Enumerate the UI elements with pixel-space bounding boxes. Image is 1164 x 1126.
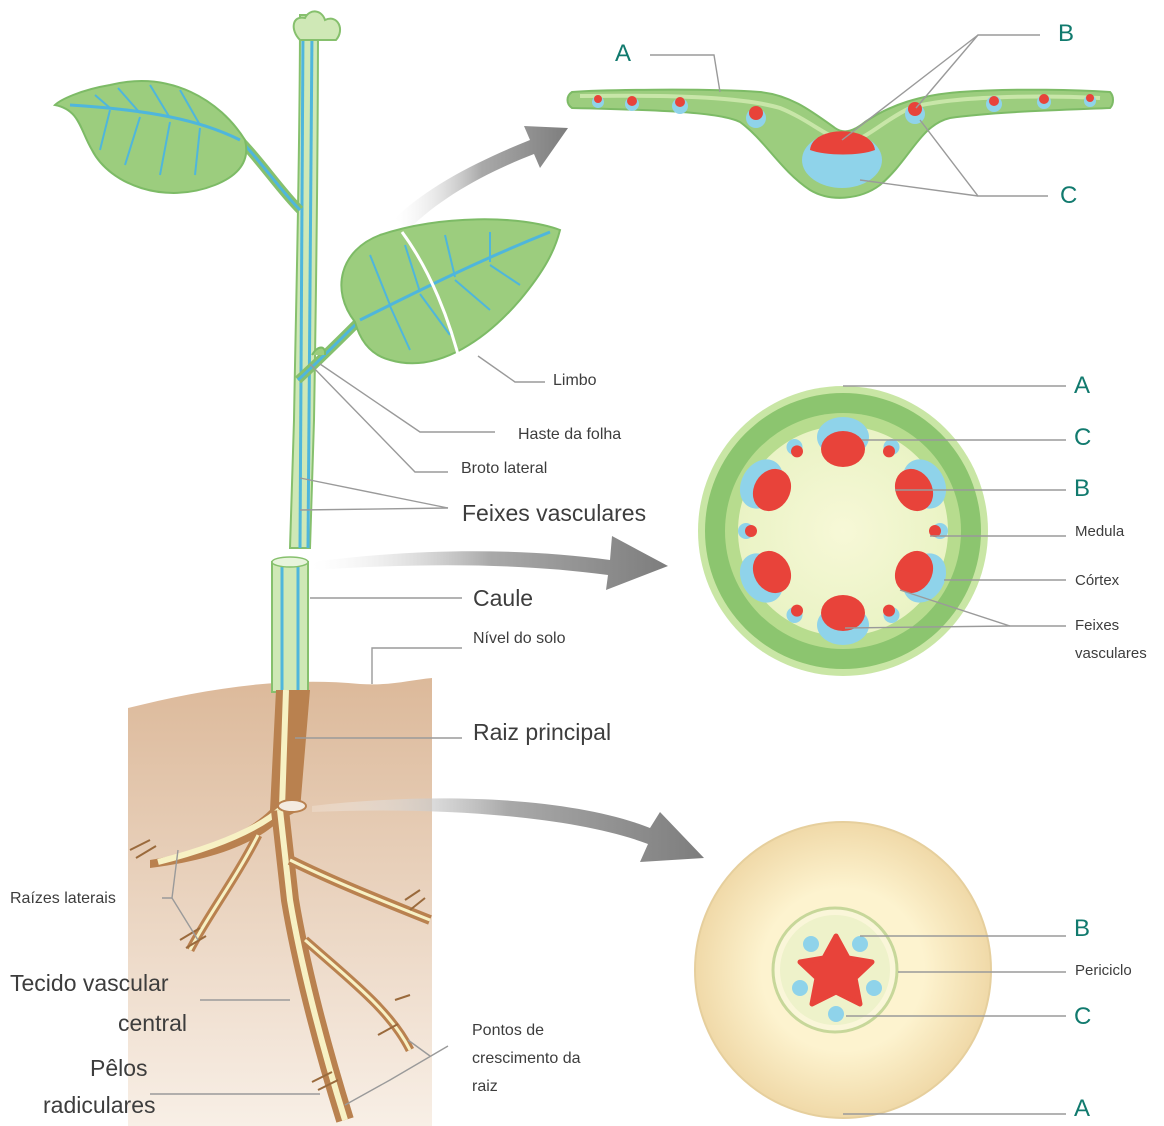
root-section-periciclo: Periciclo	[1075, 962, 1132, 979]
arrow-to-leaf-section	[395, 126, 568, 230]
label-limbo: Limbo	[553, 372, 597, 390]
stem-small-xylem-0	[883, 445, 895, 457]
label-broto-lateral: Broto lateral	[461, 460, 547, 478]
label-pontos-line3: raiz	[472, 1078, 498, 1096]
stem-section-feixes-line2: vasculares	[1075, 645, 1147, 662]
leaf-cross-section	[568, 90, 1114, 198]
label-raiz-principal: Raiz principal	[473, 719, 611, 745]
root-section-label-a: A	[1074, 1097, 1090, 1121]
label-pontos-line1: Pontos de	[472, 1022, 544, 1040]
label-tecido-vascular-line1: Tecido vascular	[10, 970, 169, 996]
stem-xylem-3	[821, 595, 865, 631]
root-section-label-c: C	[1074, 1005, 1091, 1029]
stem-xylem-0	[821, 431, 865, 467]
label-raizes-laterais: Raízes laterais	[10, 890, 116, 908]
label-haste-da-folha: Haste da folha	[518, 426, 621, 444]
stem-section-cortex: Córtex	[1075, 572, 1119, 589]
lower-leaf	[298, 219, 560, 380]
label-feixes-vasculares: Feixes vasculares	[462, 500, 646, 526]
stem-section-feixes-line1: Feixes	[1075, 617, 1119, 634]
stem-section-label-b: B	[1074, 477, 1090, 501]
arrow-to-stem-section	[312, 536, 668, 590]
label-caule: Caule	[473, 585, 533, 611]
label-nivel-do-solo: Nível do solo	[473, 630, 566, 648]
stem-small-xylem-4	[745, 525, 757, 537]
upper-leaf	[55, 81, 300, 210]
leaf-section-label-b: B	[1058, 22, 1074, 46]
stem-section-label-c: C	[1074, 426, 1091, 450]
stem-small-xylem-3	[791, 605, 803, 617]
leaf-section-label-a: A	[615, 42, 631, 66]
root-section-label-b: B	[1074, 917, 1090, 941]
label-pelos-line2: radiculares	[43, 1092, 156, 1118]
stem-small-xylem-2	[883, 605, 895, 617]
stem-small-xylem-1	[929, 525, 941, 537]
stem-section-label-a: A	[1074, 374, 1090, 398]
label-pelos-line1: Pêlos	[90, 1055, 148, 1081]
stem-small-xylem-5	[791, 445, 803, 457]
root-cross-section	[695, 822, 991, 1118]
label-tecido-vascular-line2: central	[118, 1010, 187, 1036]
stem-cross-section	[698, 386, 988, 676]
leaf-section-label-c: C	[1060, 184, 1077, 208]
label-pontos-line2: crescimento da	[472, 1050, 581, 1068]
stem-section-medula: Medula	[1075, 523, 1124, 540]
